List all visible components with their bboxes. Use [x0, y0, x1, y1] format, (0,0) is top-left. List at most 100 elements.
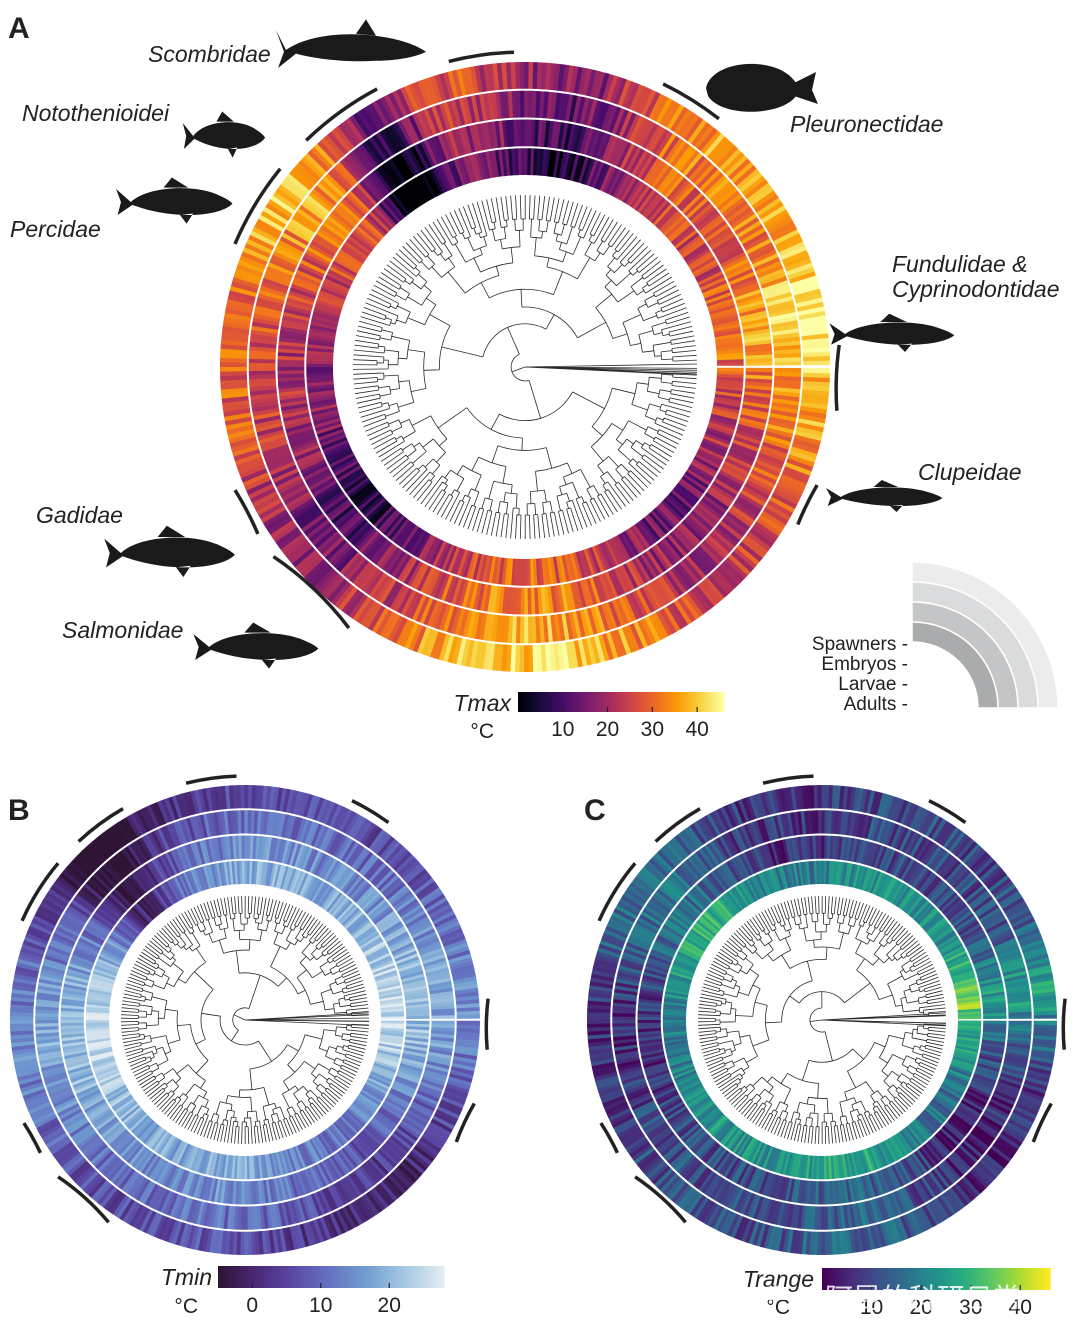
ring-cell — [1000, 893, 1023, 910]
ring-cell — [355, 488, 379, 509]
ring-cell — [379, 1040, 403, 1048]
ring-cell — [599, 165, 614, 192]
ring-cell — [714, 396, 742, 405]
ring-cell — [275, 188, 300, 208]
ring-cell — [803, 372, 830, 378]
ring-cell — [588, 1040, 612, 1048]
ring-cell — [405, 1033, 429, 1040]
ring-cell — [433, 135, 447, 162]
ring-cell — [223, 317, 251, 327]
ring-cell — [547, 557, 555, 585]
ring-cell — [351, 1138, 370, 1159]
ring-cell — [260, 505, 287, 524]
ring-cell — [289, 497, 315, 516]
ring-cell — [704, 1174, 721, 1196]
ring-cell — [699, 542, 722, 565]
ring-cell — [54, 929, 77, 943]
ring-cell — [256, 297, 284, 309]
ring-cell — [718, 835, 733, 858]
ring-cell — [495, 557, 502, 585]
ring-cell — [76, 891, 98, 909]
ring-cell — [85, 1101, 108, 1116]
ring-cell — [450, 99, 462, 127]
ring-cell — [274, 471, 301, 488]
ring-cell — [664, 991, 689, 998]
ring-cell — [486, 121, 495, 149]
ring-cell — [88, 842, 107, 863]
ring-cell — [61, 1001, 85, 1008]
ring-cell — [596, 1078, 620, 1090]
ring-cell — [614, 567, 629, 594]
ring-cell — [793, 433, 822, 446]
ring-cell — [355, 885, 374, 905]
ring-cell — [959, 1178, 978, 1199]
ring-cell — [331, 896, 349, 917]
ring-cell — [441, 931, 465, 944]
ring-cell — [682, 1159, 701, 1179]
ring-cell — [358, 931, 380, 947]
ring-cell — [676, 562, 697, 587]
ring-cell — [683, 827, 701, 850]
ring-cell — [394, 950, 418, 962]
ring-cell — [526, 148, 531, 176]
ring-cell — [358, 566, 379, 591]
ring-cell — [444, 1086, 469, 1098]
ring-cell — [15, 1065, 39, 1075]
colorbar-cell — [554, 692, 558, 712]
ring-cell — [69, 1121, 91, 1138]
ring-cell — [641, 980, 665, 989]
ring-cell — [727, 268, 754, 283]
ring-cell — [360, 1195, 377, 1218]
ring-cell — [85, 1012, 110, 1016]
ring-cell — [676, 904, 697, 922]
ring-cell — [764, 843, 775, 867]
ring-cell — [711, 407, 739, 417]
ring-cell — [231, 835, 237, 860]
ring-cell — [341, 1147, 359, 1168]
ring-cell — [569, 124, 580, 152]
ring-cell — [561, 152, 570, 180]
ring-cell — [348, 917, 369, 935]
ring-cell — [207, 838, 216, 863]
colorbar-cell — [822, 1268, 826, 1290]
ring-cell — [263, 274, 291, 287]
ring-cell — [324, 173, 347, 196]
ring-cell — [169, 822, 182, 846]
ring-cell — [204, 839, 213, 863]
ring-cell — [68, 963, 92, 974]
ring-cell — [861, 1175, 871, 1199]
ring-cell — [802, 376, 830, 383]
ring-cell — [253, 313, 281, 324]
ring-cell — [736, 855, 750, 878]
ring-cell — [183, 1224, 193, 1248]
ring-cell — [21, 943, 45, 956]
ring-cell — [308, 243, 334, 261]
colorbar-cell — [602, 692, 607, 712]
ring-cell — [721, 894, 739, 915]
ring-cell — [395, 188, 415, 213]
ring-cell — [379, 1146, 399, 1166]
ring-cell — [744, 851, 757, 874]
ring-cell — [756, 197, 782, 217]
ring-cell — [371, 905, 392, 923]
ring-cell — [704, 288, 731, 302]
ring-cell — [150, 889, 167, 911]
ring-cell — [138, 1151, 155, 1173]
ring-cell — [620, 895, 643, 911]
ring-cell — [456, 1014, 480, 1019]
ring-cell — [366, 898, 387, 917]
ring-cell — [479, 554, 488, 582]
ring-cell — [590, 977, 614, 986]
ring-cell — [249, 230, 276, 247]
ring-cell — [501, 149, 508, 177]
ring-cell — [861, 1201, 870, 1226]
ring-cell — [298, 510, 324, 530]
ring-cell — [306, 357, 334, 362]
ring-cell — [731, 1188, 745, 1211]
colorbar-cell — [525, 692, 529, 712]
ring-cell — [937, 936, 960, 951]
ring-cell — [589, 70, 601, 98]
ring-cell — [983, 1020, 1007, 1025]
colorbar-cell — [890, 1268, 894, 1290]
ring-cell — [624, 888, 647, 905]
